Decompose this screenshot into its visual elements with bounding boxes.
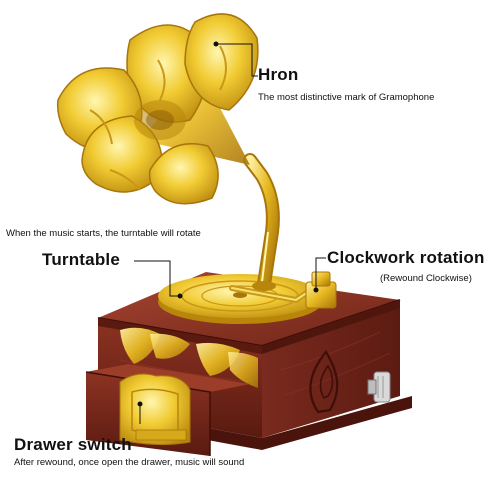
horn-description: The most distinctive mark of Gramophone xyxy=(258,92,435,103)
horn xyxy=(56,13,280,291)
carved-emblem xyxy=(309,350,339,414)
drawer-description: After rewound, once open the drawer, mus… xyxy=(14,457,245,468)
drawer xyxy=(85,364,250,456)
clockwork-subtitle: (Rewound Clockwise) xyxy=(380,273,472,284)
turntable-platter xyxy=(158,274,322,324)
turntable-note: When the music starts, the turntable wil… xyxy=(6,228,201,239)
clockwork-title: Clockwork rotation xyxy=(327,248,485,267)
winding-crank xyxy=(367,371,391,403)
gold-ornaments xyxy=(120,327,258,388)
drawer-title: Drawer switch xyxy=(14,435,132,454)
clockwork-leader xyxy=(315,257,326,290)
horn-leader xyxy=(216,43,258,77)
turntable-leader xyxy=(134,260,180,297)
horn-title: Hron xyxy=(258,65,299,84)
leader-lines xyxy=(134,41,326,424)
turntable-title: Turntable xyxy=(42,250,120,269)
